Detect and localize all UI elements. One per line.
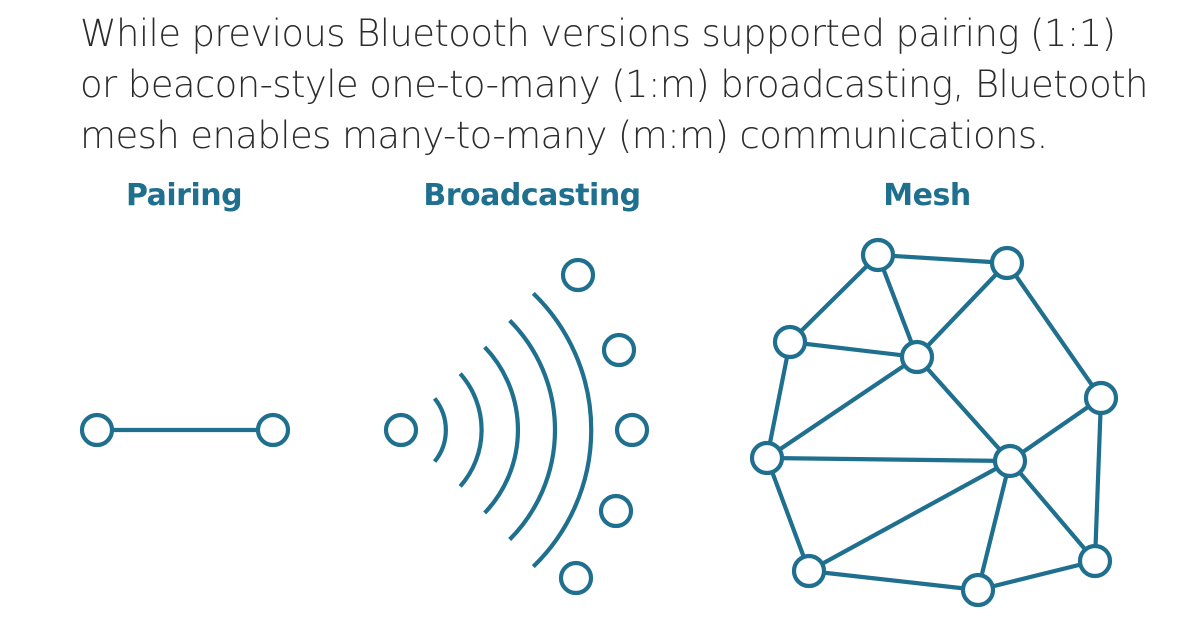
broadcast-wave-2 xyxy=(458,372,484,488)
mesh-link xyxy=(808,568,979,593)
mesh-links xyxy=(764,252,1104,593)
mesh-link xyxy=(789,339,918,360)
mesh-node xyxy=(791,553,827,589)
mesh-node xyxy=(860,237,896,273)
mesh-diagram xyxy=(749,237,1119,608)
mesh-link xyxy=(1008,396,1103,463)
broadcast-receiver-node-5 xyxy=(558,560,594,596)
broadcast-receiver-node-4 xyxy=(598,493,634,529)
mesh-link xyxy=(765,355,919,460)
broadcasting-title: Broadcasting xyxy=(423,178,641,213)
mesh-node xyxy=(992,443,1028,479)
mesh-link xyxy=(807,459,1012,573)
broadcast-wave-5 xyxy=(531,291,594,569)
mesh-title: Mesh xyxy=(883,178,971,213)
pairing-node-b xyxy=(255,412,291,448)
mesh-link xyxy=(1005,261,1103,400)
mesh-node xyxy=(772,324,808,360)
broadcast-receiver-node-3 xyxy=(614,412,650,448)
mesh-node xyxy=(1083,380,1119,416)
mesh-link xyxy=(1092,397,1104,562)
mesh-link xyxy=(975,460,1013,591)
mesh-link xyxy=(788,253,880,344)
intro-line-2: or beacon-style one-to-many (1:m) broadc… xyxy=(80,63,1148,106)
pairing-node-a xyxy=(79,412,115,448)
mesh-link xyxy=(876,254,919,358)
mesh-node xyxy=(1077,543,1113,579)
broadcast-wave-1 xyxy=(432,397,448,463)
mesh-link xyxy=(915,355,1012,463)
intro-line-3: mesh enables many-to-many (m:m) communic… xyxy=(80,114,1048,157)
mesh-node xyxy=(899,339,935,375)
broadcasting-diagram xyxy=(383,257,650,596)
mesh-link xyxy=(977,558,1096,593)
broadcast-wave-3 xyxy=(483,345,520,515)
broadcast-source-node xyxy=(383,412,419,448)
mesh-link xyxy=(1008,459,1097,563)
intro-line-1: While previous Bluetooth versions suppor… xyxy=(80,12,1116,55)
mesh-node xyxy=(749,440,785,476)
mesh-link xyxy=(766,455,1011,464)
intro-text: While previous Bluetooth versions suppor… xyxy=(80,8,1160,161)
mesh-link xyxy=(915,261,1009,359)
mesh-nodes xyxy=(749,237,1119,608)
broadcast-receiver-node-2 xyxy=(601,332,637,368)
pairing-diagram xyxy=(79,412,291,448)
mesh-node xyxy=(989,245,1025,281)
mesh-link xyxy=(877,252,1008,266)
mesh-link xyxy=(764,341,793,459)
mesh-node xyxy=(960,572,996,608)
broadcast-receiver-node-1 xyxy=(560,257,596,293)
broadcast-wave-4 xyxy=(508,319,558,541)
mesh-link xyxy=(765,457,811,572)
pairing-title: Pairing xyxy=(125,178,243,213)
